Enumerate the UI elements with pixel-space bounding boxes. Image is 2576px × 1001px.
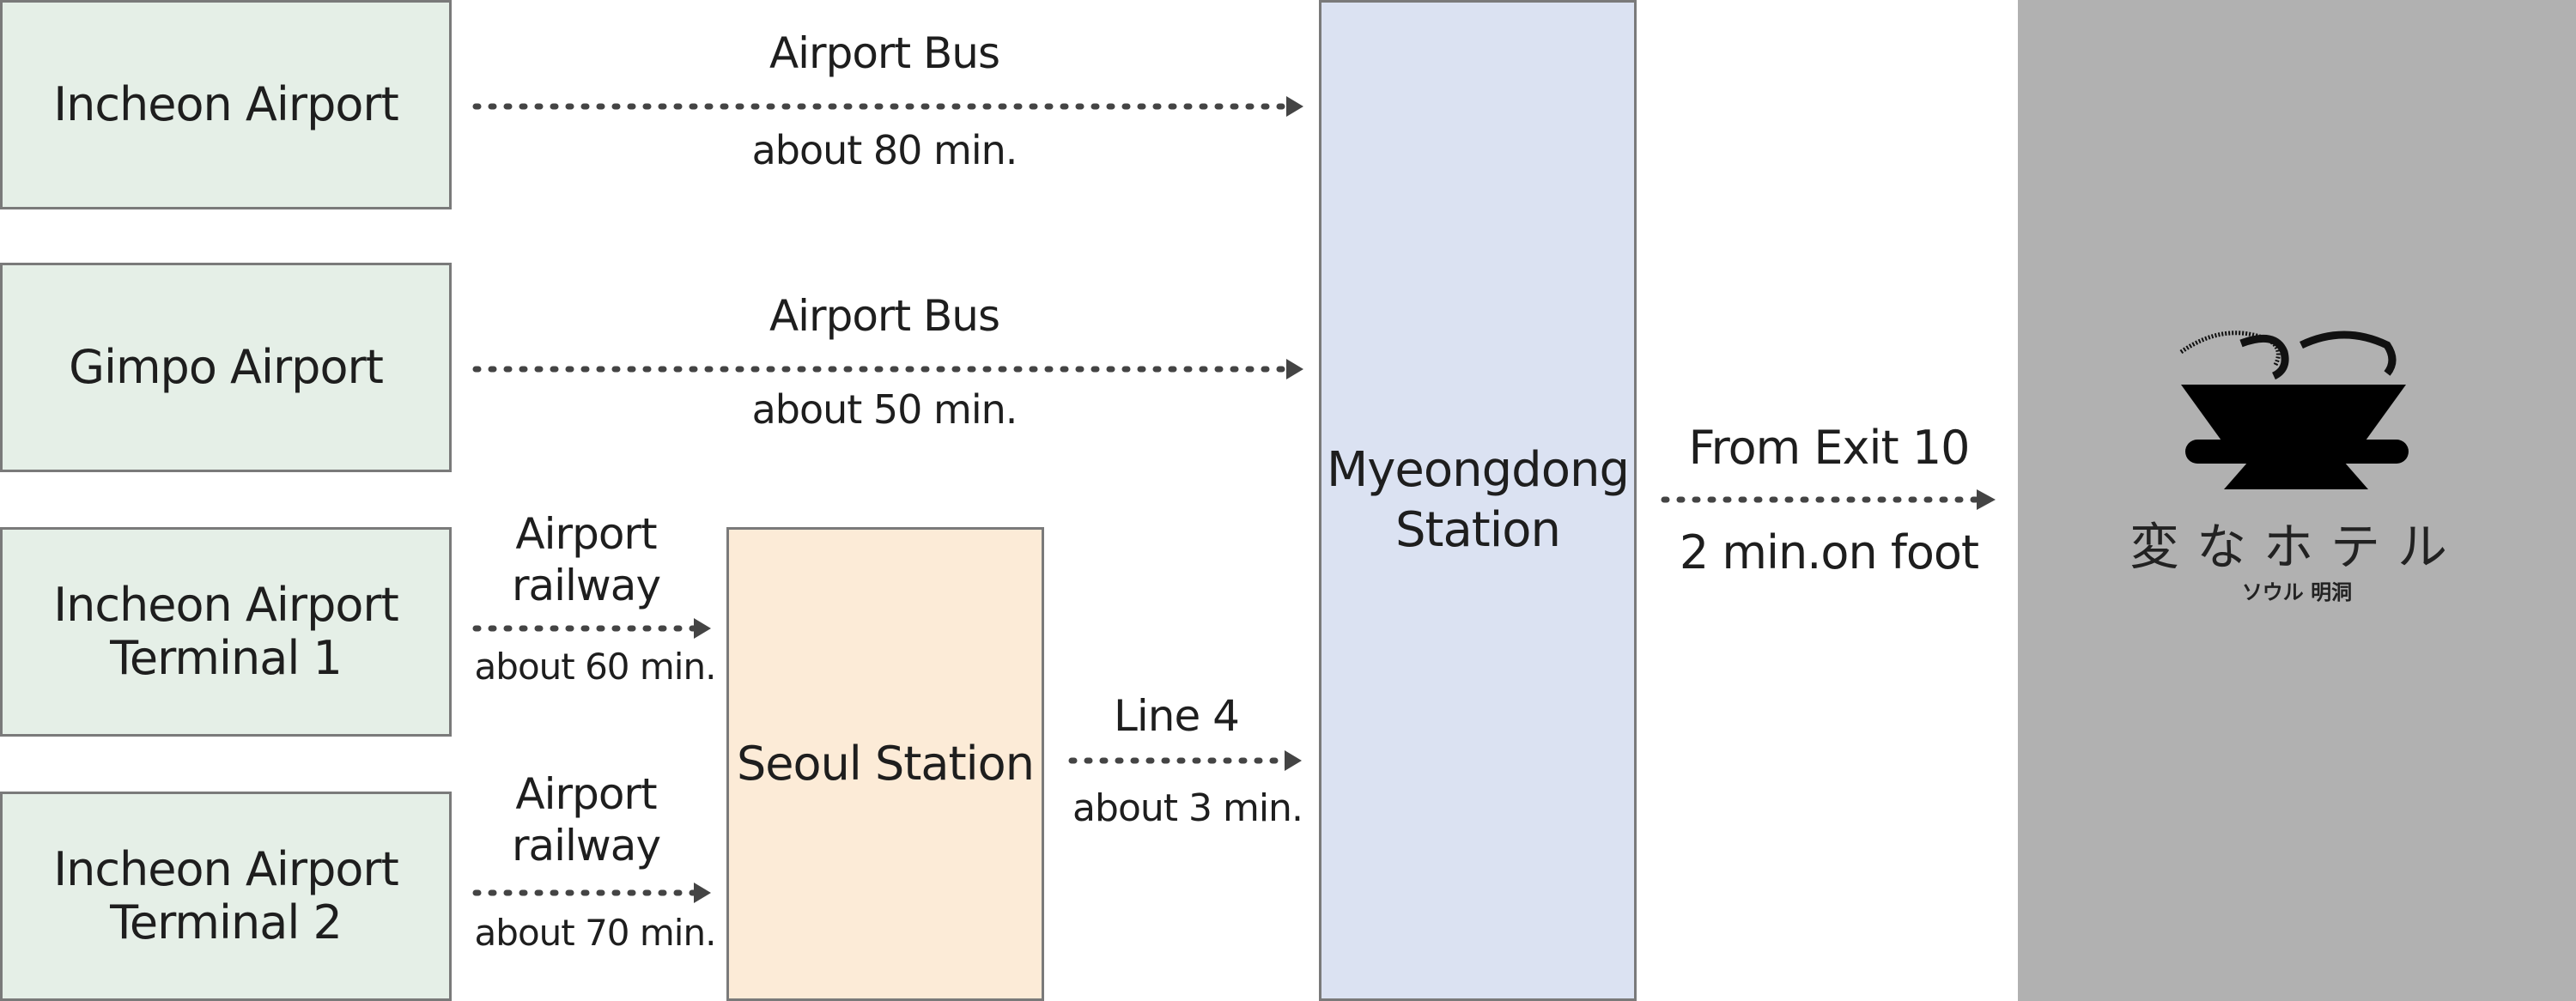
route-time: about 3 min. (1072, 786, 1303, 830)
dotted-arrow-icon (1661, 489, 1996, 510)
hotel-name: 変なホテル (2129, 518, 2464, 576)
dotted-arrow-icon (472, 96, 1303, 117)
origin-label: Incheon Airport Terminal 1 (53, 578, 399, 685)
seoul-station-label: Seoul Station (737, 737, 1035, 791)
origin-incheon-airport: Incheon Airport (0, 0, 452, 209)
route-mode: Line 4 (1114, 691, 1240, 741)
route-mode: Airport railway (511, 509, 661, 610)
myeongdong-station-label: Myeongdong Station (1326, 442, 1630, 558)
dotted-arrow-icon (472, 618, 711, 639)
hotel-subtitle: ソウル 明洞 (2241, 580, 2353, 604)
route-time: about 60 min. (474, 646, 717, 688)
route-mode: Airport Bus (769, 291, 1000, 341)
hotel-panel: 変なホテル ソウル 明洞 (2018, 0, 2576, 1001)
origin-label: Incheon Airport (53, 77, 399, 131)
route-time: 2 min.on foot (1679, 525, 1979, 579)
origin-label: Incheon Airport Terminal 2 (53, 842, 399, 949)
route-mode: From Exit 10 (1688, 421, 1970, 475)
route-time: about 80 min. (751, 127, 1018, 173)
route-mode: Airport railway (511, 769, 661, 871)
dotted-arrow-icon (1068, 750, 1302, 771)
myeongdong-station-box: Myeongdong Station (1319, 0, 1637, 1001)
route-time: about 50 min. (751, 386, 1018, 433)
dotted-arrow-icon (472, 359, 1303, 379)
hotel-logo-icon (2179, 331, 2409, 489)
origin-label: Gimpo Airport (69, 340, 384, 394)
seoul-station-box: Seoul Station (726, 527, 1044, 1001)
route-mode: Airport Bus (769, 28, 1000, 78)
dotted-arrow-icon (472, 883, 711, 903)
origin-incheon-terminal-1: Incheon Airport Terminal 1 (0, 527, 452, 737)
route-time: about 70 min. (474, 912, 717, 954)
origin-incheon-terminal-2: Incheon Airport Terminal 2 (0, 792, 452, 1001)
origin-gimpo-airport: Gimpo Airport (0, 263, 452, 472)
